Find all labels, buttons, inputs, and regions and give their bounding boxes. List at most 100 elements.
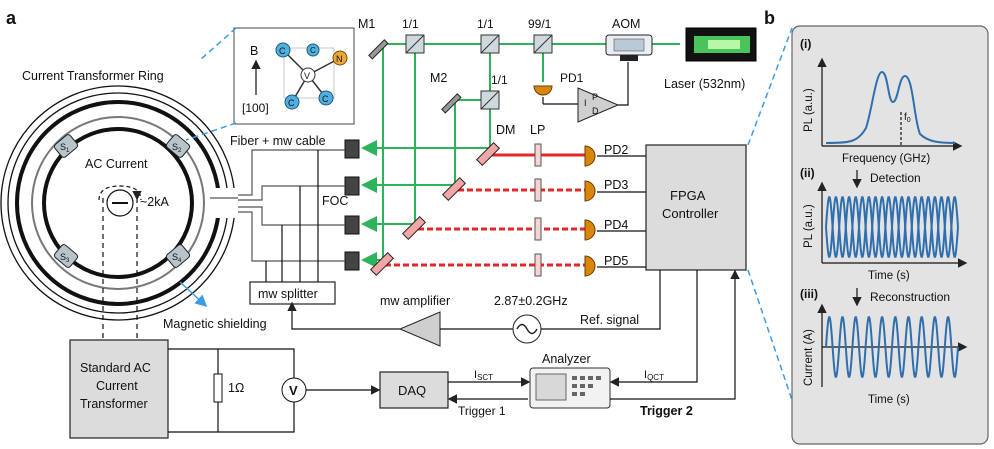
svg-text:S: S xyxy=(60,142,66,152)
mw-amplifier xyxy=(398,311,441,347)
svg-text:P: P xyxy=(592,92,598,102)
field-label: B xyxy=(250,44,258,58)
photodiode-pd3: PD3 xyxy=(584,178,628,202)
pl-trace-b xyxy=(825,196,959,258)
svg-text:C: C xyxy=(310,46,316,55)
nv-crystal-inset: B [100] C C C C N V xyxy=(233,27,355,125)
resistor-label: 1Ω xyxy=(228,381,244,395)
detection-label: Detection xyxy=(870,171,921,185)
svg-text:Current: Current xyxy=(96,379,138,393)
panel-b-i-xlabel: Frequency (GHz) xyxy=(842,153,930,165)
dm-label: DM xyxy=(496,123,515,137)
dichroic-mirrors xyxy=(369,141,501,277)
svg-text:DAQ: DAQ xyxy=(398,383,426,398)
svg-text:4: 4 xyxy=(178,258,182,264)
analyzer-label: Analyzer xyxy=(542,352,591,366)
svg-text:1/1: 1/1 xyxy=(477,17,494,31)
svg-text:FPGA: FPGA xyxy=(670,188,706,203)
direction-label: [100] xyxy=(242,101,269,115)
svg-text:2: 2 xyxy=(178,148,182,154)
panel-label-b: b xyxy=(764,8,775,28)
long-pass-filters xyxy=(534,143,542,277)
photodiode-pd4: PD4 xyxy=(584,218,628,241)
panel-b-ii-ylabel: PL (a.u.) xyxy=(803,204,815,248)
svg-text:V: V xyxy=(289,383,298,398)
foc-label: FOC xyxy=(322,194,348,208)
trigger1-label: Trigger 1 xyxy=(458,404,506,418)
svg-text:PD4: PD4 xyxy=(604,218,628,232)
fiber-label: Fiber + mw cable xyxy=(230,134,326,148)
current-transformer-ring: Current Transformer Ring AC Current ~2kA… xyxy=(0,69,267,340)
svg-text:PD3: PD3 xyxy=(604,178,628,192)
svg-text:3: 3 xyxy=(66,258,70,264)
mirror-m1 xyxy=(368,39,389,60)
i-qct-label: IQCT xyxy=(644,369,664,382)
panel-b-i-ylabel: PL (a.u.) xyxy=(803,88,815,132)
fpga-controller xyxy=(645,144,747,271)
photodiode-pd1 xyxy=(533,85,553,96)
svg-text:D: D xyxy=(592,106,599,116)
svg-text:S: S xyxy=(60,252,66,262)
svg-text:I: I xyxy=(584,98,587,108)
panel-b: (i) PL (a.u.) Frequency (GHz) f0 Detecti… xyxy=(791,25,989,445)
panel-b-iii-tag: (iii) xyxy=(800,287,818,301)
laser-label: Laser (532nm) xyxy=(664,77,745,91)
panel-b-ii-xlabel: Time (s) xyxy=(868,270,910,282)
svg-text:1: 1 xyxy=(66,148,70,154)
panel-label-a: a xyxy=(6,8,17,28)
svg-text:S: S xyxy=(172,142,178,152)
panel-b-iii-xlabel: Time (s) xyxy=(868,394,910,406)
svg-text:1/1: 1/1 xyxy=(402,17,419,31)
pid-controller xyxy=(577,87,620,123)
photodiode-pd2: PD2 xyxy=(584,143,628,167)
m2-label: M2 xyxy=(430,71,447,85)
ring-title: Current Transformer Ring xyxy=(22,69,164,83)
svg-text:C: C xyxy=(279,46,286,56)
current-value: ~2kA xyxy=(140,195,170,209)
i-sct-label: ISCT xyxy=(474,369,493,382)
svg-text:Controller: Controller xyxy=(662,206,719,221)
optical-setup: M1 M2 1/1 1/1 99/1 1/1 AOM Laser (532nm)… xyxy=(210,17,757,277)
svg-text:Transformer: Transformer xyxy=(80,397,148,411)
panel-b-iii-ylabel: Current (A) xyxy=(803,329,815,386)
svg-text:mw splitter: mw splitter xyxy=(258,287,318,301)
aom-label: AOM xyxy=(612,17,640,31)
resistor xyxy=(213,373,223,403)
pd1-label: PD1 xyxy=(560,71,584,85)
fiber-optic-connectors xyxy=(344,139,360,271)
mirror-m2 xyxy=(441,93,462,114)
lp-label: LP xyxy=(530,123,545,137)
svg-text:PD5: PD5 xyxy=(604,254,628,268)
electronics: FPGA Controller mw splitter mw amplifier… xyxy=(69,144,747,439)
mw-amplifier-label: mw amplifier xyxy=(380,294,450,308)
frequency-label: 2.87±0.2GHz xyxy=(494,294,568,308)
svg-text:N: N xyxy=(336,54,343,64)
daq xyxy=(379,371,449,409)
svg-text:V: V xyxy=(304,71,310,81)
svg-text:S: S xyxy=(172,252,178,262)
ac-current-label: AC Current xyxy=(85,157,148,171)
f0-marker: f0 xyxy=(904,112,911,124)
svg-text:Standard AC: Standard AC xyxy=(80,361,151,375)
reconstruction-label: Reconstruction xyxy=(870,290,950,304)
m1-label: M1 xyxy=(358,17,375,31)
panel-b-ii-tag: (ii) xyxy=(800,166,815,180)
panel-b-i-tag: (i) xyxy=(800,37,811,51)
magnetic-shielding-label: Magnetic shielding xyxy=(163,317,267,331)
standard-ct xyxy=(69,339,169,439)
trigger2-label: Trigger 2 xyxy=(640,404,693,418)
current-trace xyxy=(825,316,959,378)
svg-text:C: C xyxy=(322,94,329,104)
svg-text:1/1: 1/1 xyxy=(491,73,508,87)
svg-text:PD2: PD2 xyxy=(604,143,628,157)
svg-text:99/1: 99/1 xyxy=(528,17,552,31)
photodiode-pd5: PD5 xyxy=(584,254,628,277)
ref-signal-label: Ref. signal xyxy=(580,313,639,327)
spectrum-trace xyxy=(825,70,956,144)
svg-text:C: C xyxy=(288,98,295,108)
